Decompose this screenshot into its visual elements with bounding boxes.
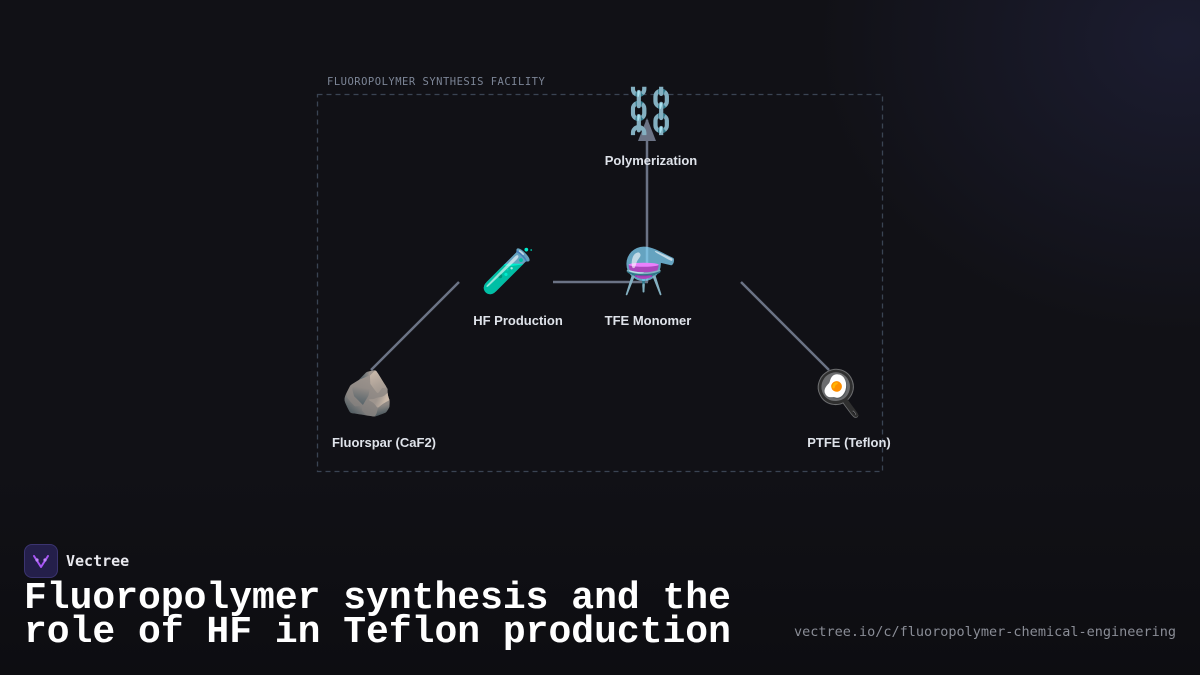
node-label: TFE Monomer: [605, 313, 692, 328]
node-fluorspar[interactable]: 🪨 Fluorspar (CaF2): [332, 368, 436, 450]
node-label: PTFE (Teflon): [807, 435, 891, 450]
facility-group-border: [316, 93, 884, 473]
source-url[interactable]: vectree.io/c/fluoropolymer-chemical-engi…: [793, 624, 1176, 640]
edge-tfe-ptfe: [740, 281, 830, 371]
node-label: Polymerization: [605, 153, 698, 168]
node-ptfe[interactable]: 🍳 PTFE (Teflon): [807, 368, 891, 450]
node-tfe-monomer[interactable]: ⚗️ TFE Monomer: [605, 246, 692, 328]
node-hf-production[interactable]: 🧪 HF Production: [473, 246, 563, 328]
brand[interactable]: Vectree: [24, 544, 129, 578]
brand-name: Vectree: [66, 552, 130, 570]
page-title: Fluoropolymer synthesis and the role of …: [24, 577, 731, 654]
test-tube-icon: 🧪: [481, 246, 536, 297]
node-label: Fluorspar (CaF2): [332, 435, 436, 450]
alembic-icon: ⚗️: [623, 246, 678, 297]
edge-fluorspar-hf: [370, 281, 460, 371]
facility-group-label: FLUOROPOLYMER SYNTHESIS FACILITY: [327, 76, 545, 88]
node-label: HF Production: [473, 313, 563, 328]
chain-icon: ⛓️: [623, 86, 678, 137]
vectree-logo-icon: [24, 544, 58, 578]
edge-arrowhead: [638, 118, 656, 141]
node-polymerization[interactable]: ⛓️ Polymerization: [605, 86, 698, 168]
rock-icon: 🪨: [341, 368, 396, 419]
frying-pan-icon: 🍳: [811, 368, 866, 419]
